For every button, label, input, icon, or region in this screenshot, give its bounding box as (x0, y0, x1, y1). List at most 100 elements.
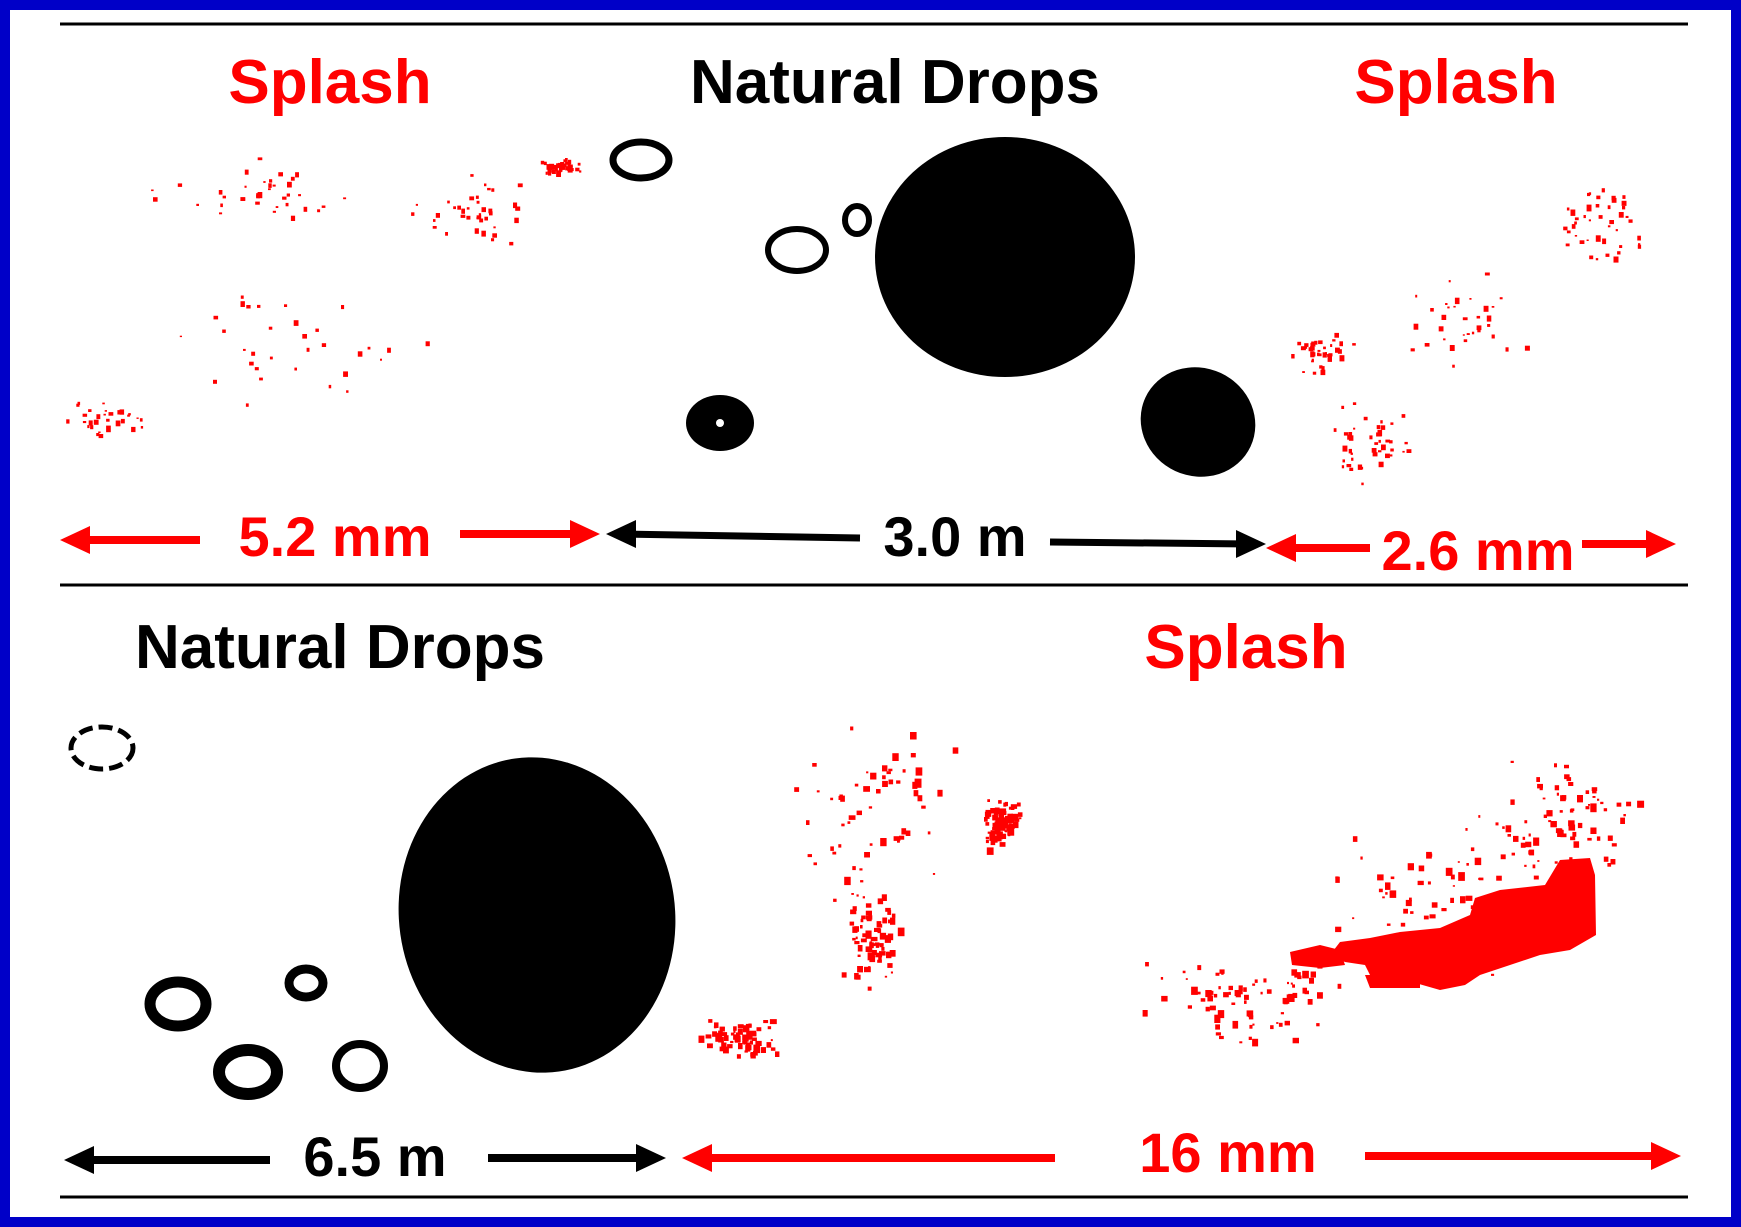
splash-droplet (1341, 465, 1345, 469)
splash-droplet (1352, 343, 1356, 346)
splash-droplet (1424, 343, 1430, 347)
splash-droplet (1520, 842, 1526, 848)
splash-droplet (856, 810, 862, 816)
splash-droplet (568, 164, 573, 168)
splash-droplet (1353, 427, 1356, 430)
splash-droplet (1378, 461, 1384, 468)
splash-droplet (896, 780, 901, 784)
splash-droplet (1574, 235, 1578, 237)
splash-droplet (1287, 981, 1289, 985)
splash-droplet (306, 347, 310, 352)
splash-droplet (874, 942, 880, 946)
splash-droplet (1335, 926, 1342, 933)
splash-droplet (1564, 764, 1569, 769)
splash-droplet (1311, 358, 1314, 362)
splash-droplet (447, 200, 450, 204)
splash-droplet (213, 315, 219, 320)
splash-droplet (1597, 798, 1600, 801)
splash-droplet (343, 197, 347, 200)
splash-droplet (882, 780, 888, 787)
splash-droplet (556, 170, 561, 177)
splash-droplet (411, 212, 415, 216)
splash-droplet (1003, 810, 1007, 815)
splash-droplet (876, 921, 882, 928)
splash-droplet (1542, 797, 1546, 800)
splash-droplet (93, 419, 99, 425)
splash-droplet (769, 1019, 777, 1025)
splash-droplet (1405, 899, 1412, 907)
splash-droplet (917, 795, 923, 802)
splash-droplet (76, 403, 80, 407)
splash-droplet (88, 409, 92, 412)
splash-droplet (1568, 782, 1574, 786)
splash-droplet (1550, 821, 1557, 828)
splash-droplet (1470, 847, 1475, 852)
splash-droplet (1007, 826, 1015, 836)
splash-droplet (889, 950, 896, 957)
splash-droplet (1335, 876, 1339, 879)
splash-droplet (1572, 831, 1577, 837)
splash-droplet (1445, 303, 1448, 305)
splash-droplet (1628, 219, 1633, 223)
splash-droplet (1310, 971, 1316, 978)
splash-droplet (745, 1042, 751, 1046)
splash-droplet (106, 425, 111, 433)
splash-droplet (879, 943, 884, 947)
splash-droplet (1465, 828, 1468, 831)
splash-droplet (1441, 908, 1447, 912)
splash-droplet (1270, 1025, 1274, 1030)
splash-droplet (115, 420, 121, 427)
splash-droplet (1462, 317, 1468, 321)
splash-droplet (1333, 428, 1337, 432)
splash-droplet (1469, 298, 1472, 300)
splash-droplet (1214, 1014, 1221, 1023)
splash-droplet (841, 972, 847, 978)
splash-droplet (1590, 803, 1597, 813)
splash-droplet (844, 876, 851, 886)
splash-droplet (1347, 434, 1351, 440)
splash-droplet (1017, 812, 1023, 817)
splash-droplet (1334, 332, 1339, 338)
splash-droplet (1160, 977, 1164, 980)
splash-droplet (985, 839, 989, 844)
splash-droplet (1476, 325, 1482, 331)
splash-droplet (881, 894, 887, 901)
splash-droplet (1300, 346, 1306, 351)
splash-droplet (852, 937, 856, 941)
splash-droplet (723, 1046, 729, 1054)
splash-droplet (852, 866, 856, 871)
splash-droplet (744, 1050, 748, 1053)
splash-droplet (751, 1037, 757, 1041)
splash-droplet (1510, 799, 1515, 805)
splash-droplet (466, 207, 470, 210)
splash-droplet (1389, 440, 1393, 444)
splash-droplet (1560, 833, 1567, 838)
splash-droplet (882, 775, 886, 780)
splash-droplet (487, 187, 491, 191)
splash-droplet (888, 919, 892, 924)
splash-droplet (540, 160, 545, 165)
splash-droplet (1305, 346, 1308, 349)
splash-droplet (886, 951, 891, 957)
splash-droplet (876, 789, 881, 794)
splash-droplet (861, 915, 866, 920)
top-right-title: Splash (1354, 48, 1557, 117)
splash-droplet (984, 817, 988, 822)
splash-droplet (1221, 972, 1224, 975)
splash-droplet (1607, 205, 1611, 210)
splash-droplet (760, 1047, 766, 1053)
splash-droplet (1589, 255, 1594, 260)
splash-droplet (284, 304, 288, 307)
splash-droplet (990, 830, 997, 835)
splash-droplet (1376, 432, 1381, 437)
splash-droplet (877, 898, 884, 905)
splash-droplet (290, 176, 295, 181)
splash-droplet (1571, 224, 1576, 229)
splash-droplet (98, 431, 101, 433)
splash-droplet (108, 412, 114, 416)
splash-droplet (860, 918, 864, 923)
splash-droplet (1426, 851, 1432, 859)
splash-droplet (565, 161, 569, 165)
splash-droplet (1380, 420, 1383, 424)
splash-droplet (139, 418, 143, 422)
